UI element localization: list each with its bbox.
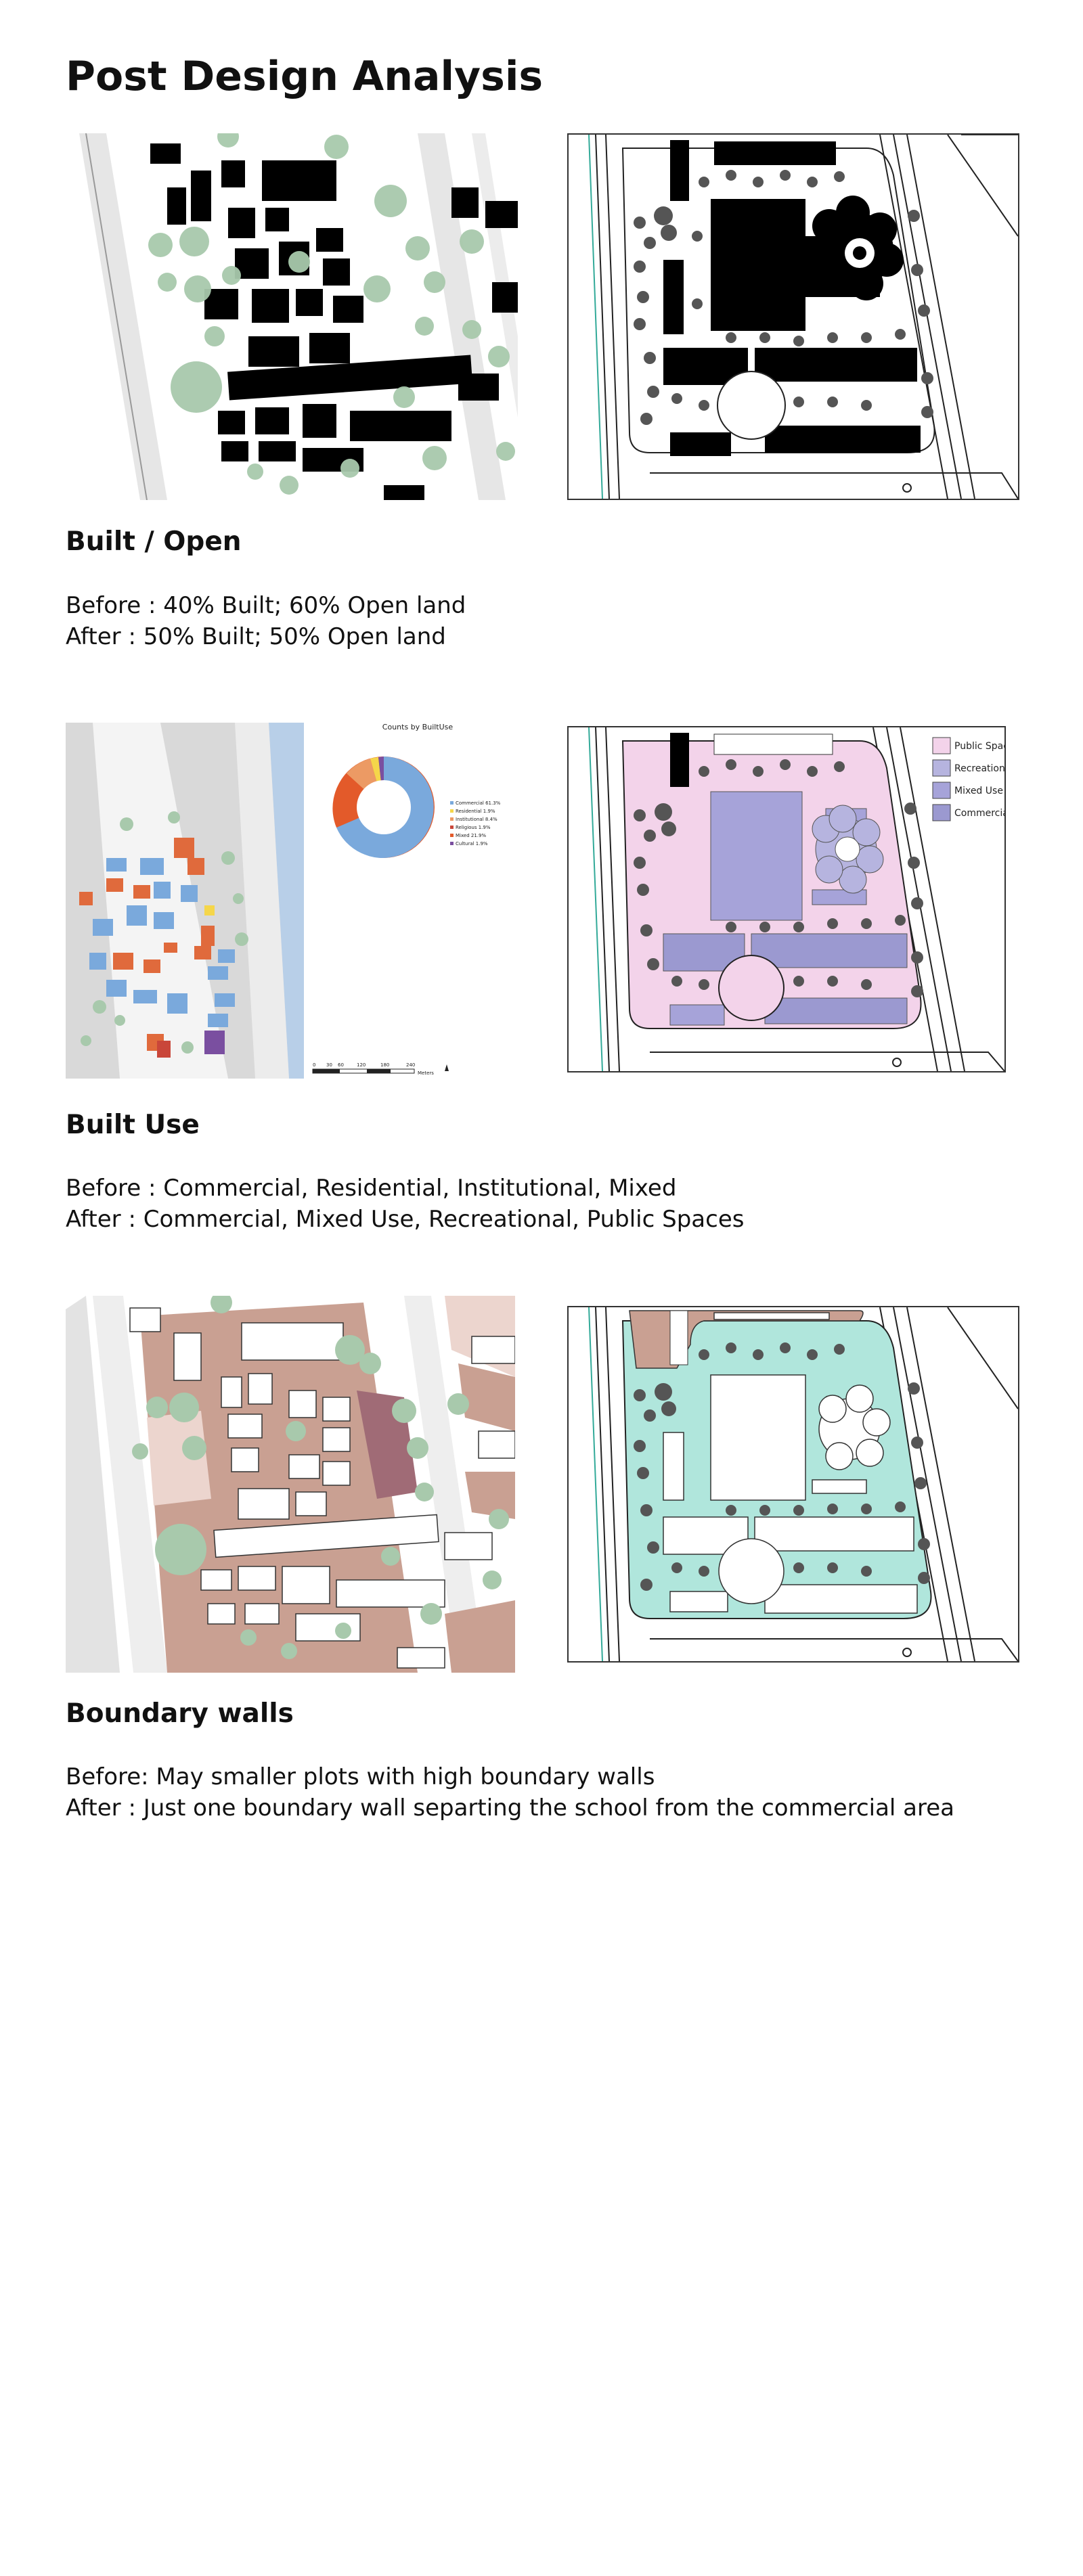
scale-tick-1: 30 bbox=[326, 1062, 332, 1068]
boundary-before-text: Before: May smaller plots with high boun… bbox=[66, 1763, 655, 1790]
built-use-before-map: Counts by BuiltUse Commercial 61.3% Resi… bbox=[66, 723, 507, 1079]
built-open-after-text: After : 50% Built; 50% Open land bbox=[66, 623, 446, 650]
boundary-before-map bbox=[66, 1296, 515, 1673]
scale-tick-4: 180 bbox=[380, 1062, 389, 1068]
built-use-after-text: After : Commercial, Mixed Use, Recreatio… bbox=[66, 1206, 745, 1233]
builtuse-legend-0: Commercial 61.3% bbox=[456, 800, 501, 806]
scale-tick-3: 120 bbox=[357, 1062, 366, 1068]
section-heading-built-open: Built / Open bbox=[66, 526, 242, 557]
legend-mixed-use: Mixed Use bbox=[954, 786, 1003, 796]
builtuse-legend-1: Residential 1.9% bbox=[456, 809, 495, 814]
section-heading-built-use: Built Use bbox=[66, 1110, 200, 1140]
scale-units: Meters bbox=[418, 1070, 434, 1076]
page-title: Post Design Analysis bbox=[66, 53, 544, 100]
legend-recreational: Recreational bbox=[954, 763, 1004, 774]
builtuse-legend-2: Institutional 8.4% bbox=[456, 817, 498, 822]
boundary-after-map bbox=[567, 1306, 1019, 1663]
legend-public-space: Public Space bbox=[954, 741, 1004, 752]
scale-tick-2: 60 bbox=[338, 1062, 344, 1068]
builtuse-legend-3: Religious 1.9% bbox=[456, 825, 491, 830]
boundary-after-text: After : Just one boundary wall separting… bbox=[66, 1794, 955, 1822]
built-use-before-text: Before : Commercial, Residential, Instit… bbox=[66, 1175, 677, 1202]
scale-bar: 0 30 60 120 180 240 Meters bbox=[312, 1062, 449, 1076]
built-open-before-map bbox=[66, 133, 518, 500]
built-use-after-map: Public Space Recreational Mixed Use Comm… bbox=[567, 726, 1006, 1072]
scale-tick-5: 240 bbox=[406, 1062, 415, 1068]
section-heading-boundary-walls: Boundary walls bbox=[66, 1698, 294, 1729]
built-open-before-text: Before : 40% Built; 60% Open land bbox=[66, 592, 466, 619]
scale-tick-0: 0 bbox=[313, 1062, 315, 1068]
builtuse-legend-4: Mixed 21.9% bbox=[456, 833, 486, 838]
builtuse-chart-title: Counts by BuiltUse bbox=[382, 723, 454, 731]
builtuse-legend-5: Cultural 1.9% bbox=[456, 841, 488, 846]
built-open-after-map bbox=[567, 133, 1019, 500]
legend-commercial: Commercial bbox=[954, 808, 1004, 819]
